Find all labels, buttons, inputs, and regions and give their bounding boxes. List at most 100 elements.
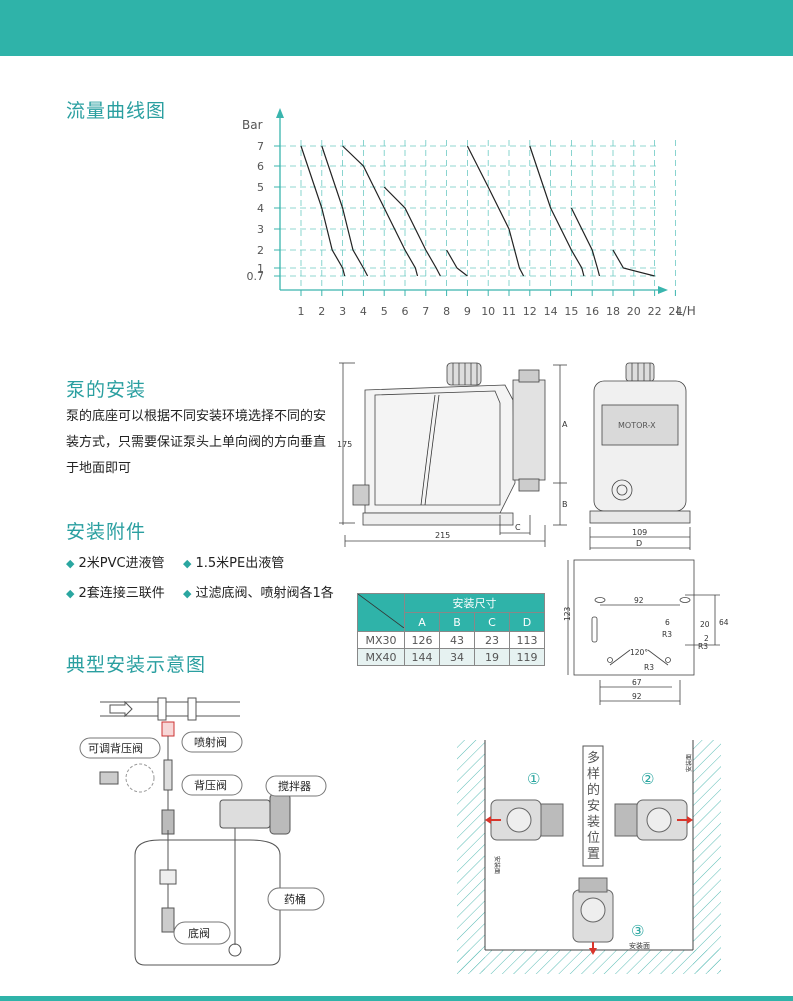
- diamond-icon: ◆: [183, 587, 192, 600]
- x-tick-label: 2: [318, 305, 325, 318]
- typical-install-title: 典型安装示意图: [66, 654, 207, 676]
- x-tick-label: 10: [481, 305, 495, 318]
- x-tick-label: 4: [360, 305, 367, 318]
- install-line-3: 于地面即可: [66, 461, 132, 476]
- diamond-icon: ◆: [183, 557, 192, 570]
- accessory-item: ◆2套连接三联件: [66, 586, 165, 601]
- label-back-pressure: [181, 774, 243, 796]
- svg-text:多: 多: [587, 750, 600, 766]
- pump-position-2: [614, 799, 693, 841]
- vertical-title-box: [582, 745, 604, 867]
- label-mixer: [265, 775, 327, 797]
- dim-r3-2: R3: [698, 642, 708, 651]
- dim-109: 109: [632, 528, 647, 537]
- x-tick-label: 24: [668, 305, 682, 318]
- install-text: 泵的底座可以根据不同安装环境选择不同的安 装方式，只需要保证泵头上单向阀的方向垂…: [66, 404, 326, 482]
- model-cell: MX30: [357, 631, 405, 649]
- top-banner: [0, 0, 793, 56]
- dim-64: 64: [719, 618, 729, 627]
- dim-67: 67: [632, 678, 642, 687]
- label-foot: [173, 921, 231, 945]
- mount-face-right: 安装面: [685, 754, 693, 772]
- value-cell: 144: [404, 648, 440, 666]
- dim-120: 120°: [630, 648, 648, 657]
- accessory-item: ◆1.5米PE出液管: [183, 556, 285, 571]
- x-tick-label: 20: [627, 305, 641, 318]
- dim-r3-1: R3: [662, 630, 672, 639]
- series-line-6: [466, 145, 525, 277]
- svg-text:置: 置: [587, 847, 600, 862]
- svg-text:装: 装: [587, 815, 600, 830]
- x-axis-label: L/H: [676, 304, 696, 318]
- y-axis-arrow: [276, 108, 284, 118]
- value-cell: 119: [509, 648, 545, 666]
- y-tick-label: 6: [257, 160, 264, 173]
- x-tick-label: 15: [564, 305, 578, 318]
- dim-2: 2: [704, 634, 709, 643]
- pump-install-title: 泵的安装: [66, 379, 147, 401]
- series-line-7: [529, 145, 585, 277]
- svg-text:底阀: 底阀: [188, 926, 210, 940]
- pump-front-drawing: MOTOR-X 109 D: [589, 362, 691, 550]
- x-tick-label: 3: [339, 305, 346, 318]
- mount-face-left: 安装面: [493, 856, 501, 874]
- col-header: B: [439, 612, 475, 632]
- y-tick-label: 1: [257, 262, 264, 275]
- table-row: MX30 126 43 23 113: [357, 631, 545, 649]
- accessory-item: ◆过滤底阀、喷射阀各1各: [183, 586, 334, 601]
- svg-text:可调背压阀: 可调背压阀: [88, 741, 143, 755]
- position-2-badge: ②: [641, 770, 654, 788]
- pump-position-1: [485, 799, 564, 841]
- x-tick-label: 12: [523, 305, 537, 318]
- y-tick-label: 4: [257, 202, 264, 215]
- table-row: MX40 144 34 19 119: [357, 648, 545, 666]
- label-tank: [267, 887, 325, 911]
- dim-a: A: [562, 420, 568, 429]
- y-axis-label: Bar: [242, 118, 263, 132]
- dim-r3-3: R3: [644, 663, 654, 672]
- x-tick-label: 1: [298, 305, 305, 318]
- svg-text:安: 安: [587, 799, 600, 814]
- svg-text:喷射阀: 喷射阀: [194, 735, 227, 749]
- y-tick-label: 5: [257, 181, 264, 194]
- value-cell: 19: [474, 648, 510, 666]
- flow-curve-title: 流量曲线图: [66, 100, 167, 122]
- dim-92-bottom: 92: [632, 692, 642, 701]
- diagonal-icon: [357, 593, 405, 629]
- x-tick-label: 9: [464, 305, 471, 318]
- typical-install-diagram: 可调背压阀 喷射阀 背压阀 搅拌器 药桶 底阀: [79, 697, 327, 966]
- x-tick-label: 5: [381, 305, 388, 318]
- dim-d: D: [636, 539, 642, 548]
- spec-table: 安装尺寸 A B C D MX30 126 43 23 113 MX40 144…: [357, 593, 545, 666]
- position-1-badge: ①: [527, 770, 540, 788]
- svg-text:的: 的: [587, 782, 600, 798]
- x-tick-label: 22: [648, 305, 662, 318]
- x-tick-label: 11: [502, 305, 516, 318]
- dim-123: 123: [563, 606, 572, 621]
- dim-215: 215: [435, 531, 450, 540]
- x-axis-arrow: [658, 286, 668, 294]
- dim-c: C: [515, 523, 521, 532]
- diamond-icon: ◆: [66, 587, 75, 600]
- x-tick-label: 16: [585, 305, 599, 318]
- spec-header: 安装尺寸: [404, 593, 545, 613]
- spec-corner: [357, 593, 405, 632]
- accessories-title: 安装附件: [66, 521, 147, 543]
- series-line-9: [612, 249, 655, 277]
- series-line-8: [570, 207, 601, 277]
- svg-text:搅拌器: 搅拌器: [278, 779, 311, 793]
- y-tick-label: 0.7: [247, 270, 265, 283]
- front-brand: MOTOR-X: [618, 421, 656, 430]
- install-line-2: 装方式，只需要保证泵头上单向阀的方向垂直: [66, 435, 327, 450]
- series-line-1: [300, 145, 346, 277]
- mount-face-label: 安装面: [629, 941, 650, 950]
- series-line-2: [321, 145, 369, 277]
- value-cell: 34: [439, 648, 475, 666]
- bottom-banner: [0, 996, 793, 1001]
- pump-side-drawing: 175 A B C 215: [337, 362, 568, 547]
- y-tick-label: 2: [257, 244, 264, 257]
- install-line-1: 泵的底座可以根据不同安装环境选择不同的安: [66, 409, 327, 424]
- svg-text:药桶: 药桶: [284, 892, 306, 906]
- dim-6: 6: [665, 618, 670, 627]
